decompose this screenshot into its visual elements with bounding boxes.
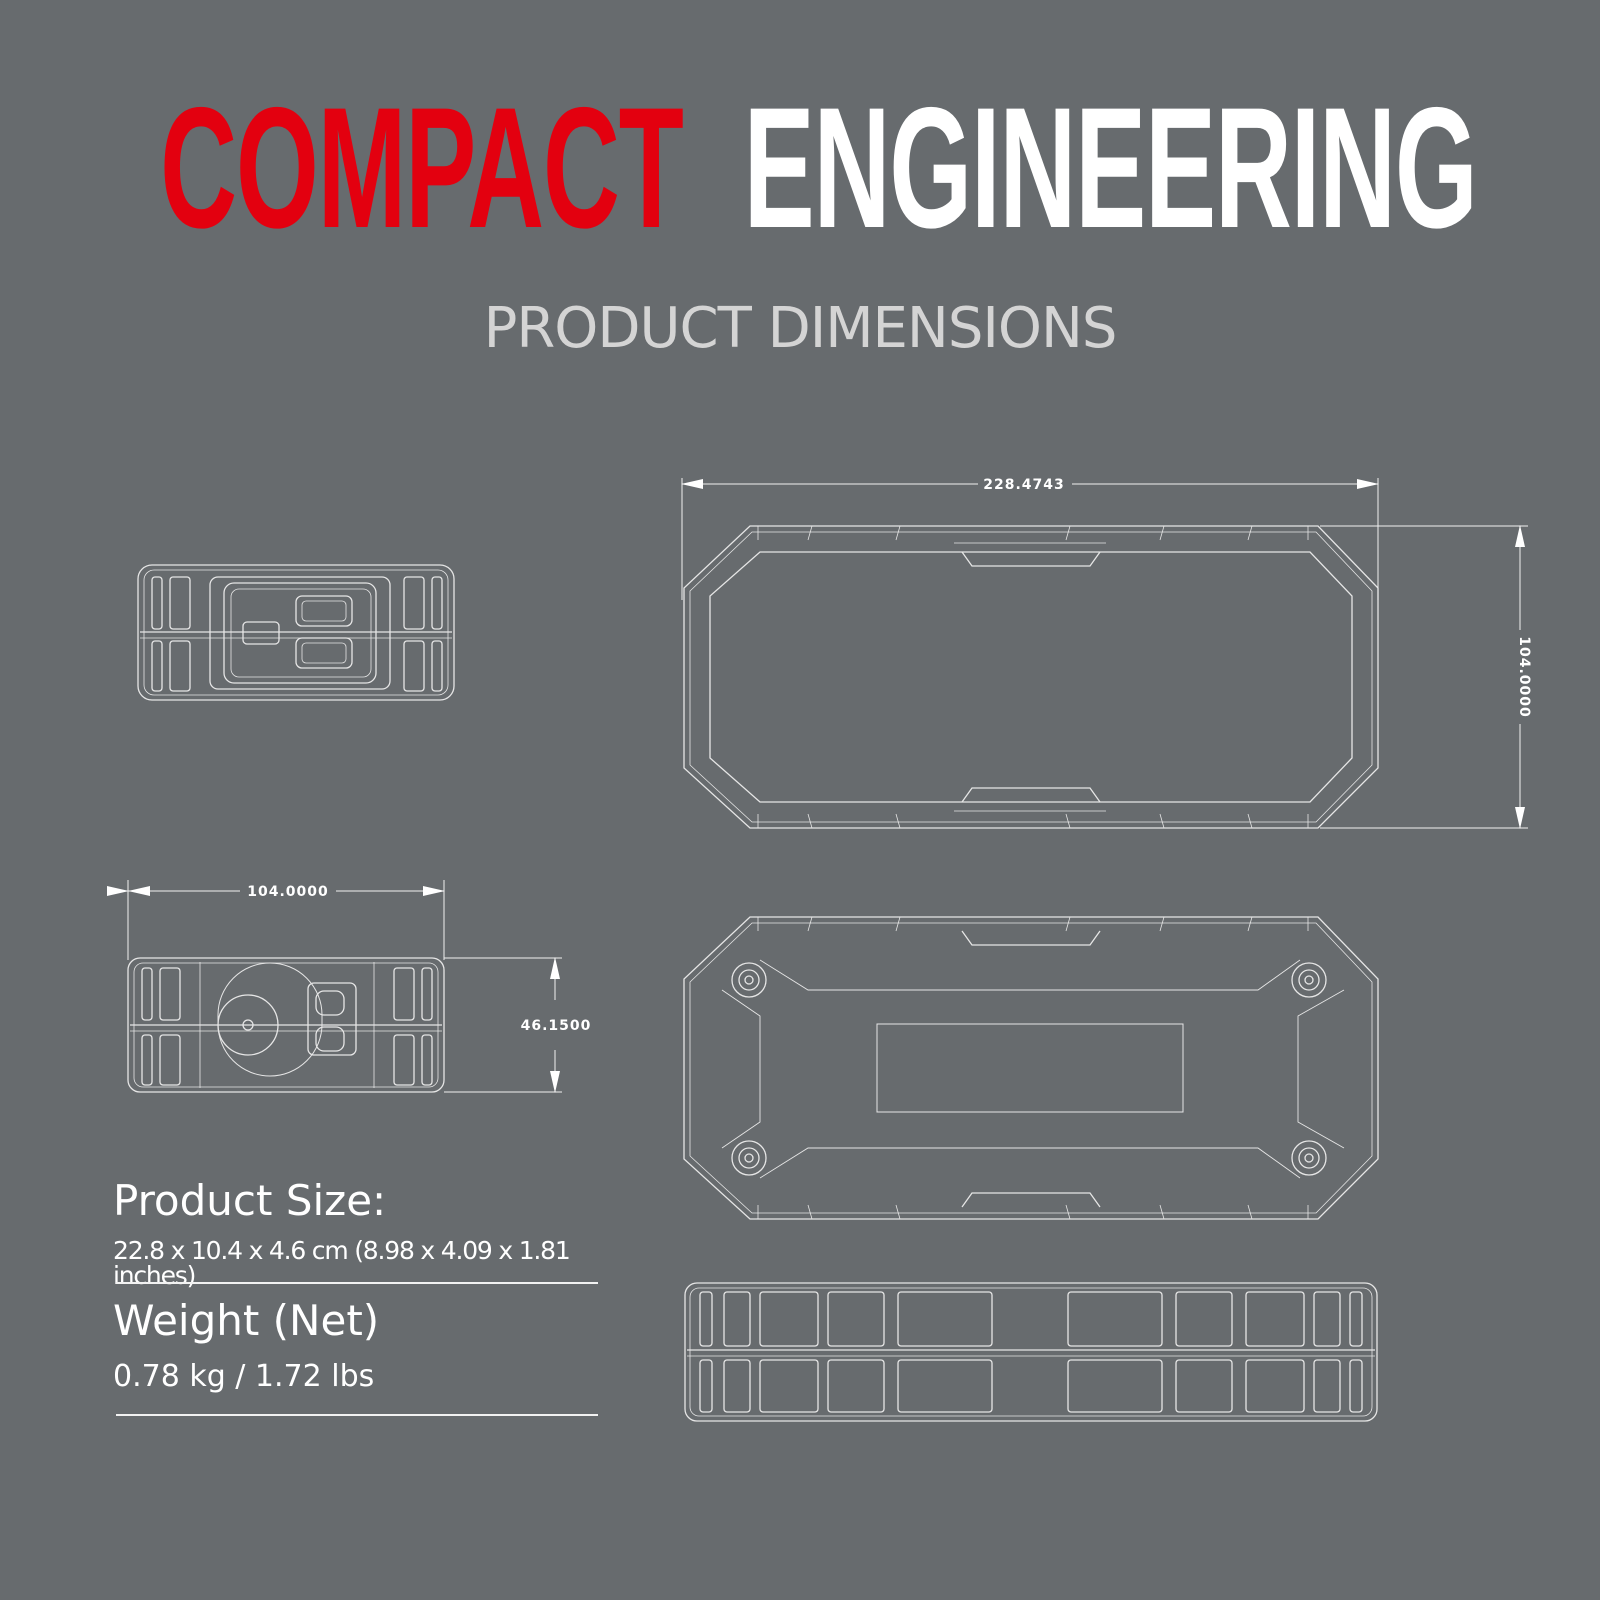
headline: COMPACT ENGINEERING: [0, 82, 1600, 254]
page-subtitle: PRODUCT DIMENSIONS: [483, 296, 1118, 361]
headline-word-compact: COMPACT: [160, 72, 684, 264]
size-value: 22.8 x 10.4 x 4.6 cm (8.98 x 4.09 x 1.81…: [113, 1236, 571, 1290]
weight-spec: Weight (Net) 0.78 kg / 1.72 lbs: [113, 1300, 593, 1392]
top-view-dimensions: [681, 478, 1528, 829]
weight-divider: [116, 1414, 598, 1416]
size-label: Product Size:: [113, 1176, 387, 1225]
size-divider: [116, 1282, 598, 1284]
top-view-length-label: 228.4743: [983, 477, 1065, 493]
front-view-drawing: [684, 1282, 1378, 1422]
end-view-height-label: 46.1500: [521, 1018, 592, 1034]
weight-value: 0.78 kg / 1.72 lbs: [113, 1359, 375, 1394]
headline-word-engineering: ENGINEERING: [743, 72, 1477, 264]
end-view-drawing: [127, 957, 445, 1093]
end-view-dimensions: [107, 880, 562, 1093]
top-view-width-label: 104.0000: [1516, 636, 1532, 718]
end-view-width-label: 104.0000: [247, 884, 329, 900]
bottom-view-drawing: [683, 916, 1379, 1220]
size-spec: Product Size: 22.8 x 10.4 x 4.6 cm (8.98…: [113, 1176, 593, 1290]
side-view-drawing: [137, 564, 455, 701]
weight-label: Weight (Net): [113, 1296, 380, 1345]
top-view-drawing: [683, 525, 1379, 829]
